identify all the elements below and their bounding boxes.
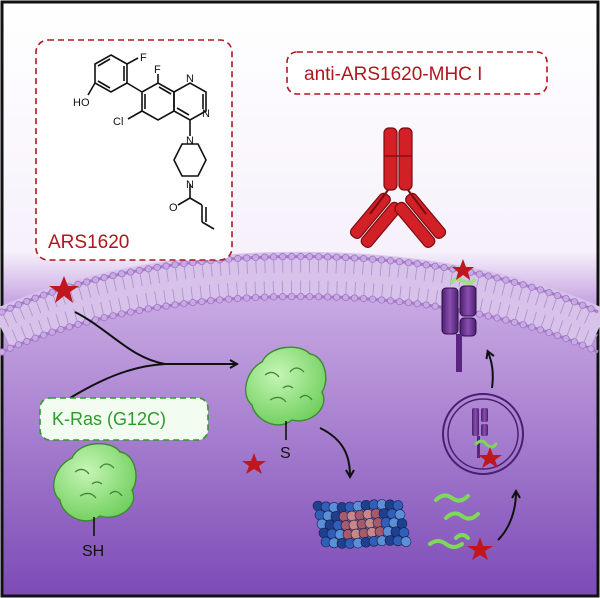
star-vesicle: [478, 447, 502, 468]
peptide: [450, 277, 476, 285]
kras-label: K-Ras (G12C): [52, 409, 166, 429]
atom-label-f2: F: [154, 64, 161, 76]
kras-label-box: K-Ras (G12C): [39, 397, 209, 441]
chemical-structure: [87, 54, 215, 230]
cell-membrane: [0, 251, 600, 356]
thioether-label: S: [280, 445, 291, 462]
star-mhc: [452, 259, 474, 280]
peptide-fragments: [428, 493, 480, 549]
degradation-arrow: [319, 427, 350, 476]
kras-free: SH: [53, 442, 137, 560]
vesicle: [442, 393, 524, 475]
star-peptide: [467, 537, 493, 560]
thiol-label: SH: [82, 543, 104, 560]
antibody-label-box: anti-ARS1620-MHC I: [286, 51, 548, 95]
antibody: [349, 127, 447, 248]
atom-label-n4: N: [186, 179, 194, 191]
atom-label-cl: Cl: [113, 116, 123, 128]
reaction-arrows: [69, 311, 236, 399]
drug-star: [49, 276, 79, 303]
atom-label-n1: N: [186, 73, 194, 85]
drug-name-label: ARS1620: [48, 232, 129, 253]
transport-arrow: [497, 492, 516, 541]
atom-label-n3: N: [186, 135, 194, 147]
antibody-label: anti-ARS1620-MHC I: [304, 64, 482, 85]
kras-bound: S: [244, 346, 327, 462]
atom-label-o: O: [169, 202, 178, 214]
star-bound: [242, 453, 266, 474]
atom-label-n2: N: [202, 108, 210, 120]
atom-label-oh: HO: [73, 97, 90, 109]
drug-structure-box: F F HO Cl N N N N O ARS1620: [35, 39, 233, 261]
presentation-arrow: [488, 352, 493, 389]
proteasome: [312, 499, 412, 549]
mhc-class-i: [441, 277, 477, 372]
atom-label-f1: F: [140, 52, 147, 64]
